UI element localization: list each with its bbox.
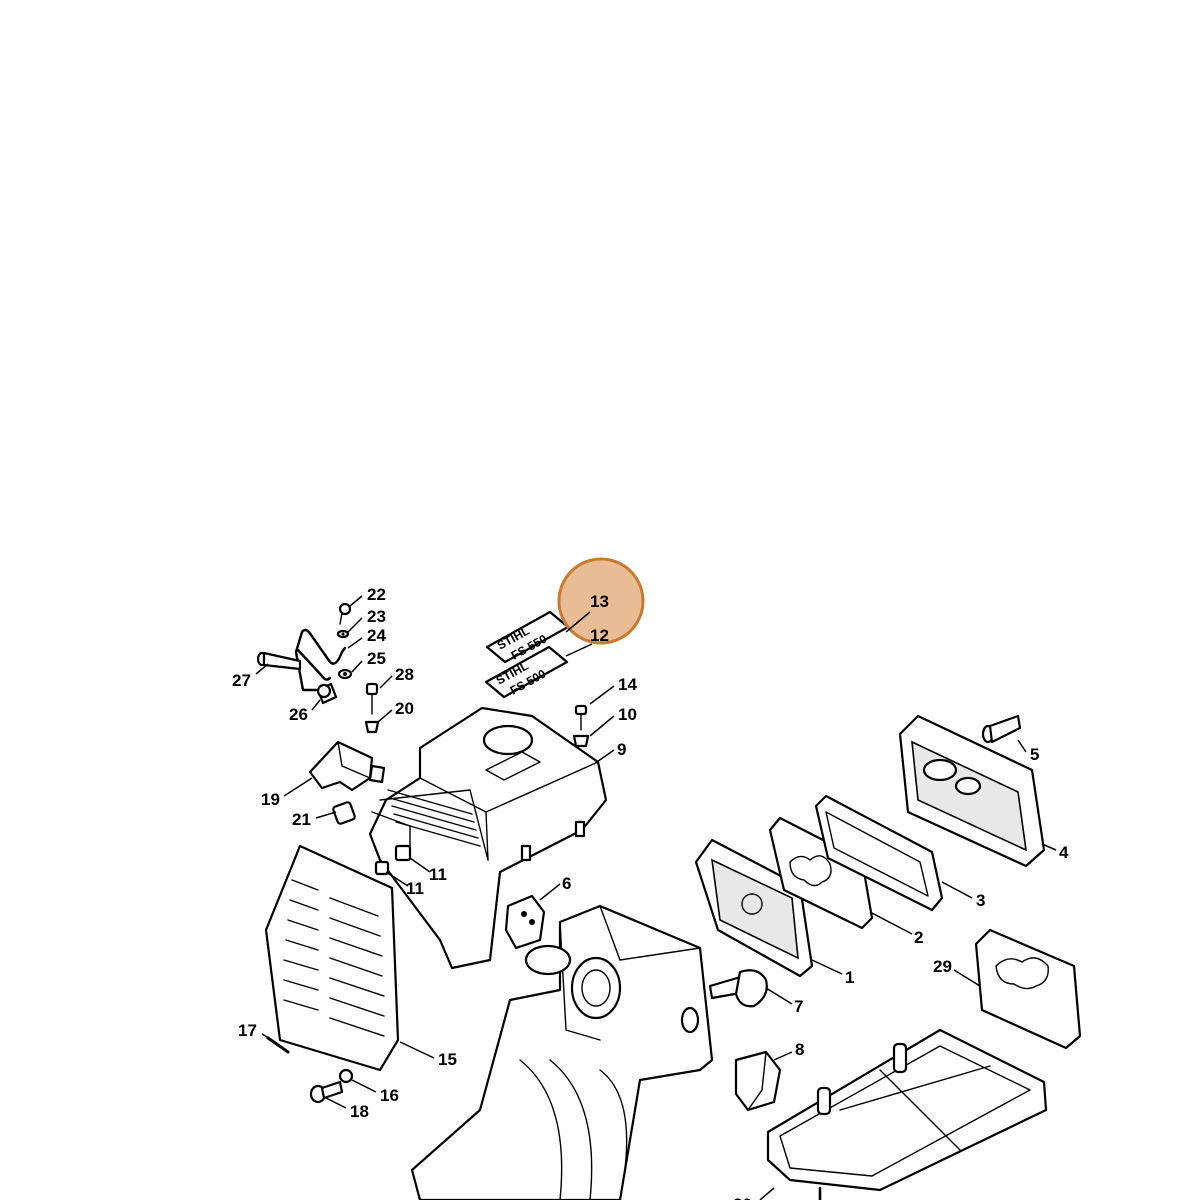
callout-4[interactable]: 4 xyxy=(1059,843,1069,862)
screw-14[interactable] xyxy=(574,704,588,731)
washer-16[interactable] xyxy=(338,1068,354,1084)
callout-3[interactable]: 3 xyxy=(976,891,985,910)
callout-17[interactable]: 17 xyxy=(238,1021,257,1040)
callout-15[interactable]: 15 xyxy=(438,1050,457,1069)
callout-14[interactable]: 14 xyxy=(618,675,637,694)
filter-cover-4[interactable] xyxy=(898,714,1046,868)
wire-bracket-24[interactable] xyxy=(294,628,347,692)
callout-22[interactable]: 22 xyxy=(367,585,386,604)
callout-5[interactable]: 5 xyxy=(1030,745,1039,764)
screw-18[interactable] xyxy=(309,1080,344,1104)
filter-frame-1[interactable] xyxy=(694,838,814,978)
shroud-vent-slots xyxy=(387,789,481,847)
callout-13[interactable]: 13 xyxy=(590,592,609,611)
base-tray[interactable] xyxy=(766,1028,1048,1192)
gasket-3[interactable] xyxy=(814,794,944,912)
callout-highlight-circle xyxy=(557,557,645,645)
callout-8[interactable]: 8 xyxy=(795,1040,804,1059)
screw-28[interactable] xyxy=(365,682,379,715)
callout-24[interactable]: 24 xyxy=(367,626,386,645)
clip-21[interactable] xyxy=(332,801,356,825)
washer-10[interactable] xyxy=(572,734,590,748)
connector-6[interactable] xyxy=(504,894,546,950)
callout-6[interactable]: 6 xyxy=(562,874,571,893)
callout-29[interactable]: 29 xyxy=(933,957,952,976)
callout-12[interactable]: 12 xyxy=(590,626,609,645)
callout-21[interactable]: 21 xyxy=(292,810,311,829)
clip-11b[interactable] xyxy=(374,860,390,876)
callout-23[interactable]: 23 xyxy=(367,607,386,626)
callout-7[interactable]: 7 xyxy=(794,997,803,1016)
callout-30[interactable]: 30 xyxy=(733,1195,752,1200)
callout-26[interactable]: 26 xyxy=(289,705,308,724)
callout-2[interactable]: 2 xyxy=(914,928,923,947)
knob-7[interactable] xyxy=(708,969,768,1008)
screw-22[interactable] xyxy=(338,602,352,625)
leader-lines xyxy=(255,595,1057,1200)
callout-18[interactable]: 18 xyxy=(350,1102,369,1121)
callout-20[interactable]: 20 xyxy=(395,699,414,718)
callout-1[interactable]: 1 xyxy=(845,968,854,987)
screw-5[interactable] xyxy=(981,714,1022,744)
washer-25[interactable] xyxy=(337,668,353,680)
callout-16[interactable]: 16 xyxy=(380,1086,399,1105)
washer-23[interactable] xyxy=(336,629,350,639)
grille-slots xyxy=(283,879,385,1037)
callout-25[interactable]: 25 xyxy=(367,649,386,668)
callout-11-upper[interactable]: 11 xyxy=(429,865,447,884)
screw-20[interactable] xyxy=(364,720,380,734)
bracket-19[interactable] xyxy=(308,740,386,792)
grille-cover-15[interactable] xyxy=(264,844,400,1072)
shroud-9[interactable] xyxy=(368,706,608,970)
callout-11-lower[interactable]: 11 xyxy=(406,879,424,898)
sleeve-26[interactable] xyxy=(316,682,338,705)
switch-8[interactable] xyxy=(734,1050,782,1112)
callout-27[interactable]: 27 xyxy=(232,671,251,690)
callout-numbers: 13 12 22 23 24 25 27 28 26 20 14 10 9 19… xyxy=(232,585,1069,1200)
callout-9[interactable]: 9 xyxy=(617,740,626,759)
housing[interactable] xyxy=(410,904,714,1200)
callout-19[interactable]: 19 xyxy=(261,790,280,809)
filter-plate-2[interactable] xyxy=(768,816,874,930)
clip-11a[interactable] xyxy=(394,844,412,862)
filter-29[interactable] xyxy=(974,928,1082,1050)
callout-10[interactable]: 10 xyxy=(618,705,637,724)
callout-28[interactable]: 28 xyxy=(395,665,414,684)
bolt-27[interactable] xyxy=(256,651,302,671)
